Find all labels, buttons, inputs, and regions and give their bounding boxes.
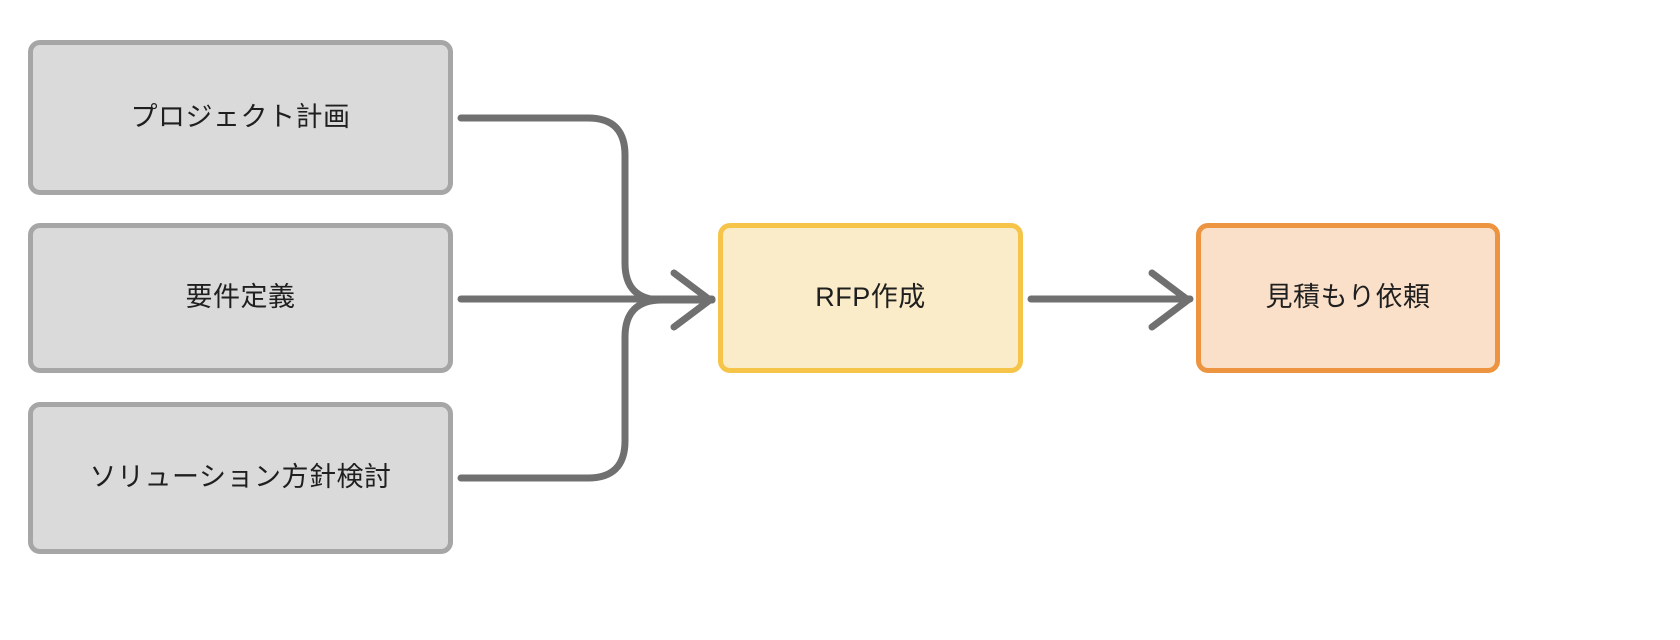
node-label-quote-request: 見積もり依頼 bbox=[1265, 282, 1431, 313]
node-label-requirements: 要件定義 bbox=[185, 282, 296, 313]
arrowhead-into-rfp bbox=[670, 269, 714, 331]
node-rfp-creation[interactable]: RFP作成 bbox=[718, 223, 1023, 373]
node-label-project-plan: プロジェクト計画 bbox=[130, 101, 351, 132]
node-quote-request[interactable]: 見積もり依頼 bbox=[1196, 223, 1500, 373]
edge-solution-policy-to-rfp bbox=[457, 296, 716, 482]
edge-project-plan-to-rfp bbox=[457, 114, 716, 304]
node-solution-policy[interactable]: ソリューション方針検討 bbox=[28, 402, 453, 554]
arrowhead-into-quote bbox=[1148, 269, 1192, 331]
node-requirements[interactable]: 要件定義 bbox=[28, 223, 453, 373]
node-project-plan[interactable]: プロジェクト計画 bbox=[28, 40, 453, 195]
node-label-solution-policy: ソリューション方針検討 bbox=[89, 462, 392, 493]
node-label-rfp-creation: RFP作成 bbox=[815, 282, 926, 313]
